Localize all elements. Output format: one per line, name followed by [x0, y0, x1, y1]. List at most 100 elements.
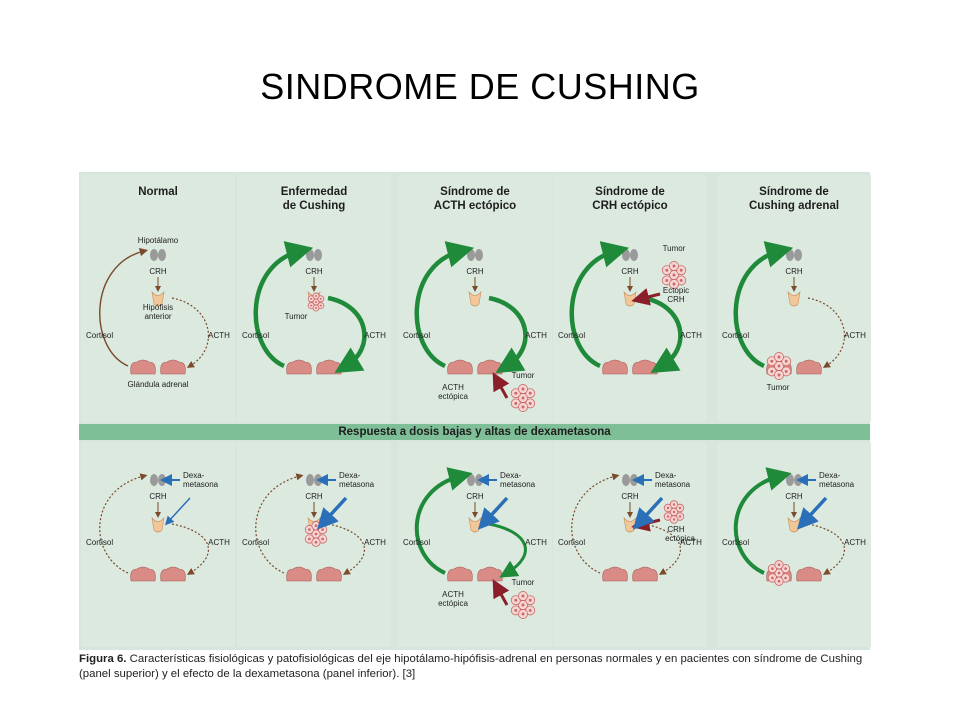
cortisol-label: Cortisol [403, 331, 430, 340]
crh-ectopica-label: CRH [667, 525, 685, 534]
acth-arrow [327, 523, 365, 575]
hypothalamus-shape [475, 474, 483, 486]
pituitary-shape [623, 516, 637, 533]
pituitary-shape [787, 290, 801, 307]
pituitary-shape [151, 516, 165, 533]
panel-title: Síndrome de Cushing adrenal [748, 186, 840, 212]
cortisol-label: Cortisol [722, 538, 749, 547]
cortisol-label: Cortisol [242, 331, 269, 340]
adrenal-gland-shape [316, 566, 342, 582]
adrenal-gland-shape [286, 566, 312, 582]
dexa-label: Dexa- [655, 471, 677, 480]
caption-label: Figura 6. [79, 653, 127, 665]
adrenal-gland-shape [632, 359, 658, 375]
crh-label: CRH [466, 267, 484, 276]
panel-title: Síndrome de CRH ectópico [592, 186, 668, 212]
crh-label: CRH [305, 267, 323, 276]
hypothalamus-shape [314, 249, 322, 261]
acth-label: ACTH [525, 331, 547, 340]
crh-label: CRH [785, 492, 803, 501]
adrenal-gland-shape [160, 359, 186, 375]
dexa-label: metasona [339, 480, 375, 489]
tumor-cluster [766, 352, 792, 380]
acth-ectopic-label: ectópica [438, 392, 468, 401]
adrenal-gland-shape [796, 359, 822, 375]
dexamethasone-arrow [316, 496, 348, 530]
cortisol-feedback-arrow [253, 241, 314, 369]
acth-label: ACTH [208, 331, 230, 340]
dexa-label: metasona [183, 480, 219, 489]
hypothalamus-shape [622, 249, 630, 261]
pituitary-shape [787, 516, 801, 533]
dexamethasone-arrow [477, 496, 509, 530]
dexa-label: Dexa- [819, 471, 841, 480]
dexa-label: Dexa- [339, 471, 361, 480]
adrenal-gland-shape [160, 566, 186, 582]
hypothalamus-shape [622, 474, 630, 486]
hypothalamus-shape [306, 474, 314, 486]
crh-label: CRH [621, 267, 639, 276]
acth-ectopic-label: ectópica [438, 599, 468, 608]
tumor-cluster [510, 591, 536, 619]
hypothalamus-shape [158, 474, 166, 486]
acth-arrow [171, 297, 209, 368]
panel-title: Síndrome de ACTH ectópico [433, 186, 517, 212]
dexamethasone-arrow [796, 496, 828, 530]
tumor-cluster [307, 292, 325, 312]
hypothalamus-shape [786, 474, 794, 486]
cortisol-feedback-arrow [414, 241, 475, 369]
tumor-label: Tumor [663, 244, 686, 253]
hypothalamus-label: Hipotálamo [138, 236, 179, 245]
cortisol-feedback-arrow [569, 241, 630, 369]
adrenal-gland-shape [796, 566, 822, 582]
panel-title: Enfermedad de Cushing [280, 186, 348, 212]
panel-title: Normal [138, 186, 178, 198]
ectopic-acth-arrow [492, 579, 510, 606]
tumor-label: Tumor [512, 578, 535, 587]
dexa-label: metasona [655, 480, 691, 489]
acth-arrow [643, 295, 683, 373]
crh-label: CRH [621, 492, 639, 501]
adrenal-gland-shape [286, 359, 312, 375]
cortisol-feedback-arrow [99, 473, 148, 574]
acth-arrow [488, 295, 528, 373]
adrenal-label: Glándula adrenal [128, 380, 189, 389]
acth-label: ACTH [844, 538, 866, 547]
pituitary-label: Hipófisis [143, 303, 173, 312]
adrenal-gland-shape [130, 566, 156, 582]
cortisol-label: Cortisol [403, 538, 430, 547]
pituitary-shape [468, 290, 482, 307]
acth-label: ACTH [364, 538, 386, 547]
dexa-label: metasona [500, 480, 536, 489]
acth-label: ACTH [680, 538, 702, 547]
tumor-cluster [510, 384, 536, 412]
figure-caption: Figura 6. Características fisiológicas y… [79, 652, 879, 682]
cortisol-feedback-arrow [99, 247, 149, 367]
tumor-cluster [663, 500, 685, 524]
dexa-label: Dexa- [500, 471, 522, 480]
slide-title: SINDROME DE CUSHING [260, 66, 700, 107]
acth-arrow [327, 295, 367, 373]
hypothalamus-shape [467, 474, 475, 486]
cortisol-label: Cortisol [86, 538, 113, 547]
hypothalamus-shape [306, 249, 314, 261]
crh-label: CRH [149, 267, 167, 276]
crh-label: CRH [305, 492, 323, 501]
hypothalamus-shape [475, 249, 483, 261]
hypothalamus-shape [786, 249, 794, 261]
dexamethasone-arrow [632, 496, 664, 530]
crh-label: CRH [785, 267, 803, 276]
pituitary-shape [468, 516, 482, 533]
